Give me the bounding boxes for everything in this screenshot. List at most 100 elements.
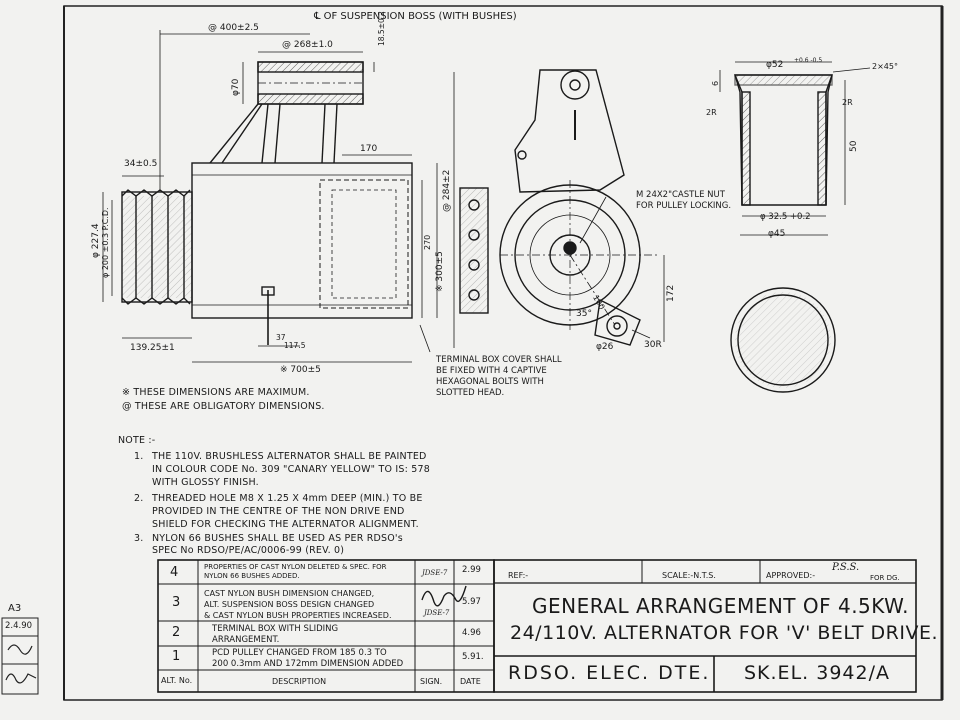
rev-row-4-sign: JDSE-7 xyxy=(422,569,448,577)
dim-227: φ 227.4 xyxy=(91,223,101,258)
dim-45: φ45 xyxy=(768,229,786,239)
rev-row-3-alt: 3 xyxy=(172,595,181,610)
bush-section-view xyxy=(734,74,833,206)
rev-row-3-sign: JDSE-7 xyxy=(424,609,450,617)
margin-date: 2.4.90 xyxy=(5,621,33,631)
tb-ref: REF:- xyxy=(508,571,529,580)
note-1: 1. THE 110V. BRUSHLESS ALTERNATOR SHALL … xyxy=(134,450,430,489)
tb-approved: APPROVED:- xyxy=(766,571,816,580)
alternator-end-view xyxy=(459,69,660,346)
dim-70: φ70 xyxy=(231,78,241,96)
note-2-line-2: PROVIDED IN THE CENTRE OF THE NON DRIVE … xyxy=(152,506,405,517)
rev-row-3-date: 5.97 xyxy=(462,597,481,607)
castle-nut-callout: M 24X2"CASTLE NUT FOR PULLEY LOCKING. xyxy=(636,190,731,212)
dim-200pcd: φ 200 ±0.3 P.C.D. xyxy=(101,207,110,278)
bush-end-view xyxy=(730,287,836,393)
dim-268: @ 268±1.0 xyxy=(282,40,333,50)
castle-nut-line-1: M 24X2"CASTLE NUT xyxy=(636,190,725,200)
dim-172: 172 xyxy=(666,284,676,302)
dim-170: 170 xyxy=(360,144,378,154)
note-1-line-2: IN COLOUR CODE No. 309 "CANARY YELLOW" T… xyxy=(152,464,430,475)
terminal-box-callout: TERMINAL BOX COVER SHALL BE FIXED WITH 4… xyxy=(436,355,562,399)
dim-50: 50 xyxy=(849,140,859,152)
alternator-body xyxy=(191,162,413,319)
terminal-box-line-1: TERMINAL BOX COVER SHALL xyxy=(436,355,562,365)
rev-header-date: DATE xyxy=(460,677,481,686)
tb-approved-note: FOR DG. xyxy=(870,574,900,582)
rev-row-3-line-1: CAST NYLON BUSH DIMENSION CHANGED, xyxy=(204,589,375,598)
dimension-lines xyxy=(102,30,871,363)
dim-2r-right: 2R xyxy=(842,98,853,107)
terminal-box-line-4: SLOTTED HEAD. xyxy=(436,388,505,398)
dim-suspension-centerline: ℄ OF SUSPENSION BOSS (WITH BUSHES) xyxy=(314,11,517,22)
rev-row-1-line-1: PCD PULLEY CHANGED FROM 185 0.3 TO xyxy=(212,648,387,658)
rev-row-4-alt: 4 xyxy=(170,565,179,580)
dim-6: 6 xyxy=(711,80,720,86)
sheet-border xyxy=(63,5,944,701)
tb-title-line-1: GENERAL ARRANGEMENT OF 4.5KW. xyxy=(532,594,910,618)
dim-300: ※ 300±5 xyxy=(435,251,445,292)
dim-52-tol: +0.6 -0.5 xyxy=(794,57,823,64)
v-belt-pulley xyxy=(121,189,193,305)
terminal-box-line-3: HEXAGONAL BOLTS WITH xyxy=(436,377,544,387)
rev-row-2-line-2: ARRANGEMENT. xyxy=(212,635,280,645)
note-1-line-1: THE 110V. BRUSHLESS ALTERNATOR SHALL BE … xyxy=(152,451,427,462)
note-1-num: 1. xyxy=(134,451,144,462)
note-2-line-3: SHIELD FOR CHECKING THE ALTERNATOR ALIGN… xyxy=(152,519,419,530)
dim-700: ※ 700±5 xyxy=(280,365,321,375)
tb-scale: SCALE:-N.T.S. xyxy=(662,571,716,580)
rev-row-4-line-2: NYLON 66 BUSHES ADDED. xyxy=(204,572,300,580)
rev-header-description: DESCRIPTION xyxy=(272,677,327,686)
dim-117: 117.5 xyxy=(284,341,306,350)
rev-row-1-desc: PCD PULLEY CHANGED FROM 185 0.3 TO 200 0… xyxy=(212,648,403,670)
rev-row-4-line-1: PROPERTIES OF CAST NYLON DELETED & SPEC.… xyxy=(204,563,387,571)
rev-row-3-desc: CAST NYLON BUSH DIMENSION CHANGED, ALT. … xyxy=(204,588,392,621)
tb-title-line-2: 24/110V. ALTERNATOR FOR 'V' BELT DRIVE. xyxy=(510,622,939,644)
rev-header-alt: ALT. No. xyxy=(161,676,193,685)
dim-18: 18.5±0.2 xyxy=(377,11,386,46)
dim-2x45: 2×45° xyxy=(872,62,898,71)
tb-approved-sign: P.S.S. xyxy=(832,562,860,573)
rev-row-4-desc: PROPERTIES OF CAST NYLON DELETED & SPEC.… xyxy=(204,563,387,581)
note-2-line-1: THREADED HOLE M8 X 1.25 X 4mm DEEP (MIN.… xyxy=(152,493,423,504)
alternator-side-view xyxy=(121,61,413,345)
castle-nut-line-2: FOR PULLEY LOCKING. xyxy=(636,201,732,211)
note-3: 3. NYLON 66 BUSHES SHALL BE USED AS PER … xyxy=(134,533,403,557)
margin-stamp xyxy=(1,617,39,695)
dim-26: φ26 xyxy=(596,342,614,352)
rev-row-2-line-1: TERMINAL BOX WITH SLIDING xyxy=(212,624,339,634)
dim-270: 270 xyxy=(423,234,432,250)
notes-heading: NOTE :- xyxy=(118,435,156,446)
note-3-line-1: NYLON 66 BUSHES SHALL BE USED AS PER RDS… xyxy=(152,533,403,544)
rev-row-2-date: 4.96 xyxy=(462,628,481,638)
rev-row-1-alt: 1 xyxy=(172,649,181,664)
note-3-line-2: SPEC No RDSO/PE/AC/0006-99 (REV. 0) xyxy=(152,545,345,556)
dim-325: φ 32.5 +0.2 xyxy=(760,212,811,222)
dim-35: 35° xyxy=(576,309,592,319)
rev-row-1-date: 5.91. xyxy=(462,652,484,662)
dim-37: 37 xyxy=(276,333,286,342)
rev-row-3-line-2: ALT. SUSPENSION BOSS DESIGN CHANGED xyxy=(204,600,375,609)
margin-size: A3 xyxy=(8,603,22,614)
rev-header-sign: SIGN. xyxy=(420,677,443,686)
rev-row-2-desc: TERMINAL BOX WITH SLIDING ARRANGEMENT. xyxy=(212,624,338,646)
note-2-num: 2. xyxy=(134,493,144,504)
rev-row-3-line-3: & CAST NYLON BUSH PROPERTIES INCREASED. xyxy=(204,611,392,620)
dim-34: 34±0.5 xyxy=(124,159,158,169)
note-3-num: 3. xyxy=(134,533,144,544)
terminal-box-line-2: BE FIXED WITH 4 CAPTIVE xyxy=(436,366,547,376)
dim-30r: 30R xyxy=(644,340,662,350)
tb-org: RDSO. ELEC. DTE. xyxy=(508,662,711,684)
rev-row-2-alt: 2 xyxy=(172,625,181,640)
tb-drawing-no: SK.EL. 3942/A xyxy=(744,662,890,684)
dim-52: φ52 xyxy=(766,60,784,70)
suspension-boss xyxy=(209,61,364,164)
dim-139: 139.25±1 xyxy=(130,343,175,353)
rev-row-4-date: 2.99 xyxy=(462,565,481,575)
terminal-box-hidden xyxy=(319,179,409,309)
note-1-line-3: WITH GLOSSY FINISH. xyxy=(152,477,259,488)
signature-mark xyxy=(421,585,467,607)
dim-2r-left: 2R xyxy=(706,108,717,117)
note-2: 2. THREADED HOLE M8 X 1.25 X 4mm DEEP (M… xyxy=(134,492,423,531)
